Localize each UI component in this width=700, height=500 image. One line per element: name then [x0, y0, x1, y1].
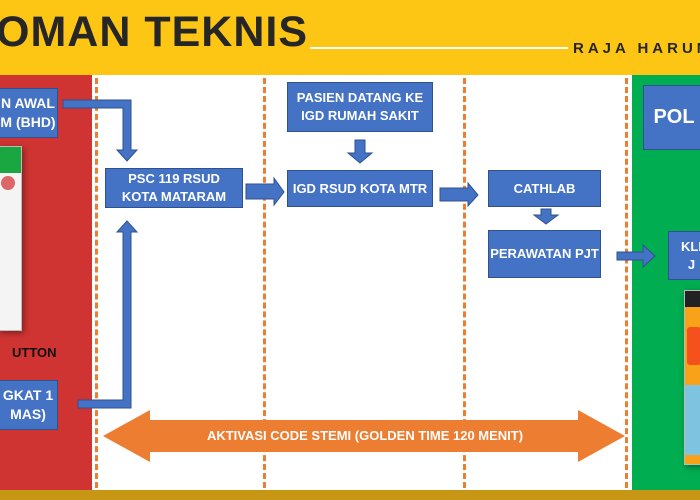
cathlab-box: CATHLAB: [488, 170, 601, 207]
code-stemi-label: AKTIVASI CODE STEMI (GOLDEN TIME 120 MEN…: [206, 428, 524, 443]
bhd-box: N AWAL M (BHD): [0, 88, 58, 138]
dashed-divider: [625, 78, 628, 488]
arrow-psc-to-igd: [245, 176, 285, 207]
subtitle: RAJA HARUM: [573, 40, 700, 57]
pasien-datang-box: PASIEN DATANG KE IGD RUMAH SAKIT: [287, 82, 433, 132]
dashed-divider: [463, 78, 466, 488]
header-banner: [0, 0, 700, 75]
arrow-cathlab-to-perawatan: [532, 208, 560, 225]
poli-box: POL: [643, 85, 700, 150]
page-title: OMAN TEKNIS: [0, 8, 308, 56]
psc-119-box: PSC 119 RSUD KOTA MATARAM: [105, 168, 243, 208]
arrow-igd-to-cathlab: [439, 181, 479, 208]
title-divider: [310, 47, 568, 49]
perawatan-pjt-box: PERAWATAN PJT: [488, 230, 601, 278]
phone-mockup-right: [684, 290, 700, 465]
igd-rsud-box: IGD RSUD KOTA MTR: [287, 170, 433, 207]
dashed-divider: [263, 78, 266, 488]
phone-mockup-left: [0, 146, 22, 331]
code-stemi-double-arrow: [103, 410, 625, 462]
arrow-bhd-to-psc: [62, 99, 139, 162]
panic-button-label: UTTON: [12, 345, 57, 360]
arrow-faskes-to-psc: [77, 220, 139, 409]
bottom-strip: [0, 490, 700, 500]
klinik-box: KLI J: [668, 231, 700, 280]
dashed-divider: [95, 78, 98, 488]
arrow-perawatan-to-klinik: [616, 243, 656, 269]
arrow-pasien-to-igd: [346, 139, 374, 164]
faskes-box: GKAT 1 MAS): [0, 380, 58, 430]
